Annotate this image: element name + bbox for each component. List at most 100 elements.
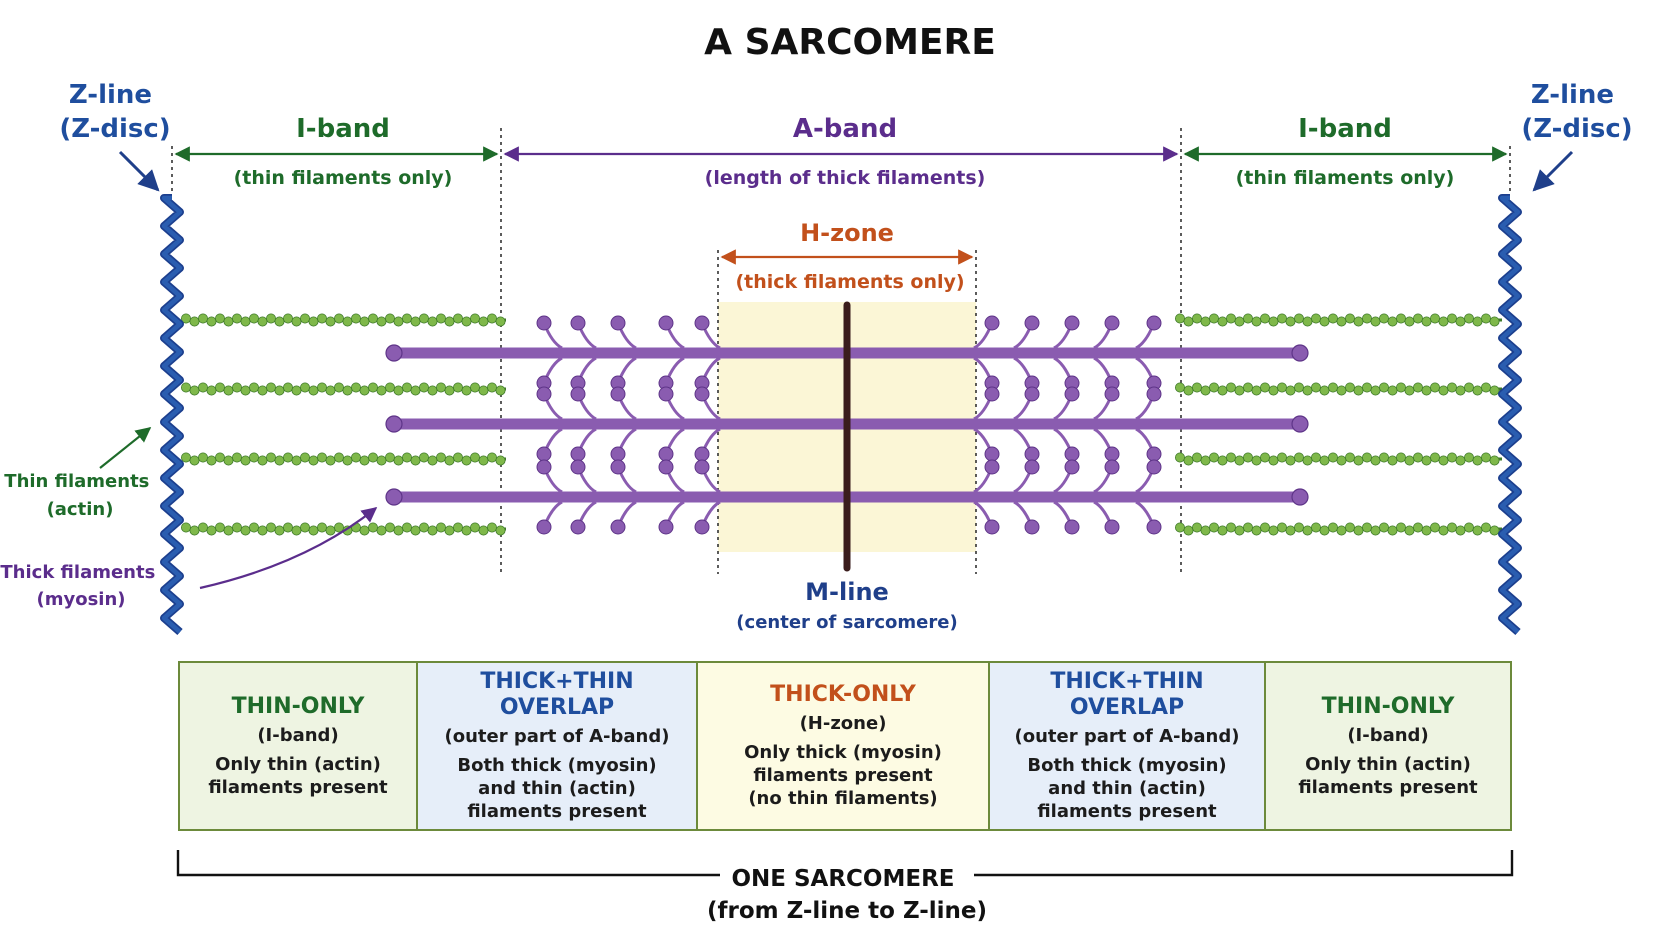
myosin-head [1064, 386, 1080, 402]
myosin-head [1146, 519, 1162, 535]
actin-filament [180, 382, 506, 396]
actin-bead [401, 452, 412, 463]
actin-bead [1387, 525, 1398, 536]
actin-bead [248, 382, 259, 393]
actin-filament [180, 522, 506, 536]
actin-bead [1175, 522, 1186, 533]
actin-bead [1464, 313, 1475, 324]
actin-bead [240, 385, 251, 396]
actin-bead [1251, 316, 1262, 327]
actin-bead [214, 452, 225, 463]
actin-bead [1234, 316, 1245, 327]
actin-bead [1285, 385, 1296, 396]
actin-bead [1192, 452, 1203, 463]
actin-bead [444, 455, 455, 466]
myosin-end [385, 488, 403, 506]
region-overlap-right: THICK+THIN OVERLAP (outer part of A-band… [988, 661, 1266, 831]
actin-bead [1413, 522, 1424, 533]
actin-bead [291, 316, 302, 327]
myosin-head [984, 386, 1000, 402]
actin-bead [1489, 385, 1500, 396]
actin-bead [214, 522, 225, 533]
actin-bead [452, 382, 463, 393]
actin-bead [1472, 316, 1483, 327]
actin-bead [316, 382, 327, 393]
actin-bead [1294, 382, 1305, 393]
actin-bead [1362, 522, 1373, 533]
actin-bead [197, 522, 208, 533]
actin-bead [1430, 452, 1441, 463]
actin-bead [1370, 385, 1381, 396]
actin-bead [469, 452, 480, 463]
actin-bead [240, 455, 251, 466]
actin-bead [1277, 522, 1288, 533]
actin-bead [435, 452, 446, 463]
actin-bead [274, 385, 285, 396]
actin-bead [197, 313, 208, 324]
myosin-end [1291, 344, 1309, 362]
actin-bead [435, 313, 446, 324]
actin-bead [299, 313, 310, 324]
myosin-end [1291, 415, 1309, 433]
actin-bead [444, 525, 455, 536]
z-lines [160, 194, 1522, 636]
actin-bead [401, 313, 412, 324]
actin-bead [1396, 382, 1407, 393]
z-line-right-label: Z-line (Z-disc) [1521, 80, 1632, 144]
myosin-head [610, 446, 626, 462]
actin-bead [189, 455, 200, 466]
actin-bead [1183, 316, 1194, 327]
actin-bead [478, 525, 489, 536]
actin-bead [240, 525, 251, 536]
actin-bead [1362, 452, 1373, 463]
actin-bead [1251, 525, 1262, 536]
actin-bead [1438, 385, 1449, 396]
actin-bead [1455, 316, 1466, 327]
actin-bead [427, 525, 438, 536]
actin-bead [1430, 522, 1441, 533]
actin-bead [1319, 525, 1330, 536]
actin-bead [1200, 455, 1211, 466]
z-line-zigzag-highlight [161, 195, 183, 634]
actin-bead [325, 525, 336, 536]
actin-bead [1260, 313, 1271, 324]
actin-bead [452, 313, 463, 324]
myosin-head [694, 519, 710, 535]
actin-bead [1455, 385, 1466, 396]
actin-bead [1447, 382, 1458, 393]
actin-bead [418, 382, 429, 393]
myosin-head [570, 446, 586, 462]
actin-bead [1430, 382, 1441, 393]
actin-bead [427, 455, 438, 466]
actin-bead [461, 316, 472, 327]
actin-bead [316, 452, 327, 463]
actin-bead [427, 316, 438, 327]
myosin-head [1064, 459, 1080, 475]
actin-bead [299, 382, 310, 393]
myosin-end [1291, 488, 1309, 506]
actin-bead [282, 382, 293, 393]
myosin-head [1146, 446, 1162, 462]
actin-bead [1183, 525, 1194, 536]
myosin-head [1146, 315, 1162, 331]
actin-bead [1217, 316, 1228, 327]
actin-bead [223, 316, 234, 327]
actin-bead [1481, 452, 1492, 463]
actin-bead [1413, 382, 1424, 393]
actin-filament [180, 313, 506, 327]
actin-bead [384, 382, 395, 393]
myosin-head [536, 386, 552, 402]
actin-bead [282, 522, 293, 533]
actin-bead [469, 522, 480, 533]
actin-bead [410, 455, 421, 466]
h-zone-label: H-zone [800, 219, 894, 247]
i-band-left-label: I-band [296, 114, 390, 144]
actin-bead [1379, 313, 1390, 324]
actin-bead [478, 385, 489, 396]
actin-bead [1294, 452, 1305, 463]
actin-bead [291, 385, 302, 396]
actin-bead [1404, 525, 1415, 536]
actin-bead [1421, 525, 1432, 536]
actin-bead [299, 522, 310, 533]
